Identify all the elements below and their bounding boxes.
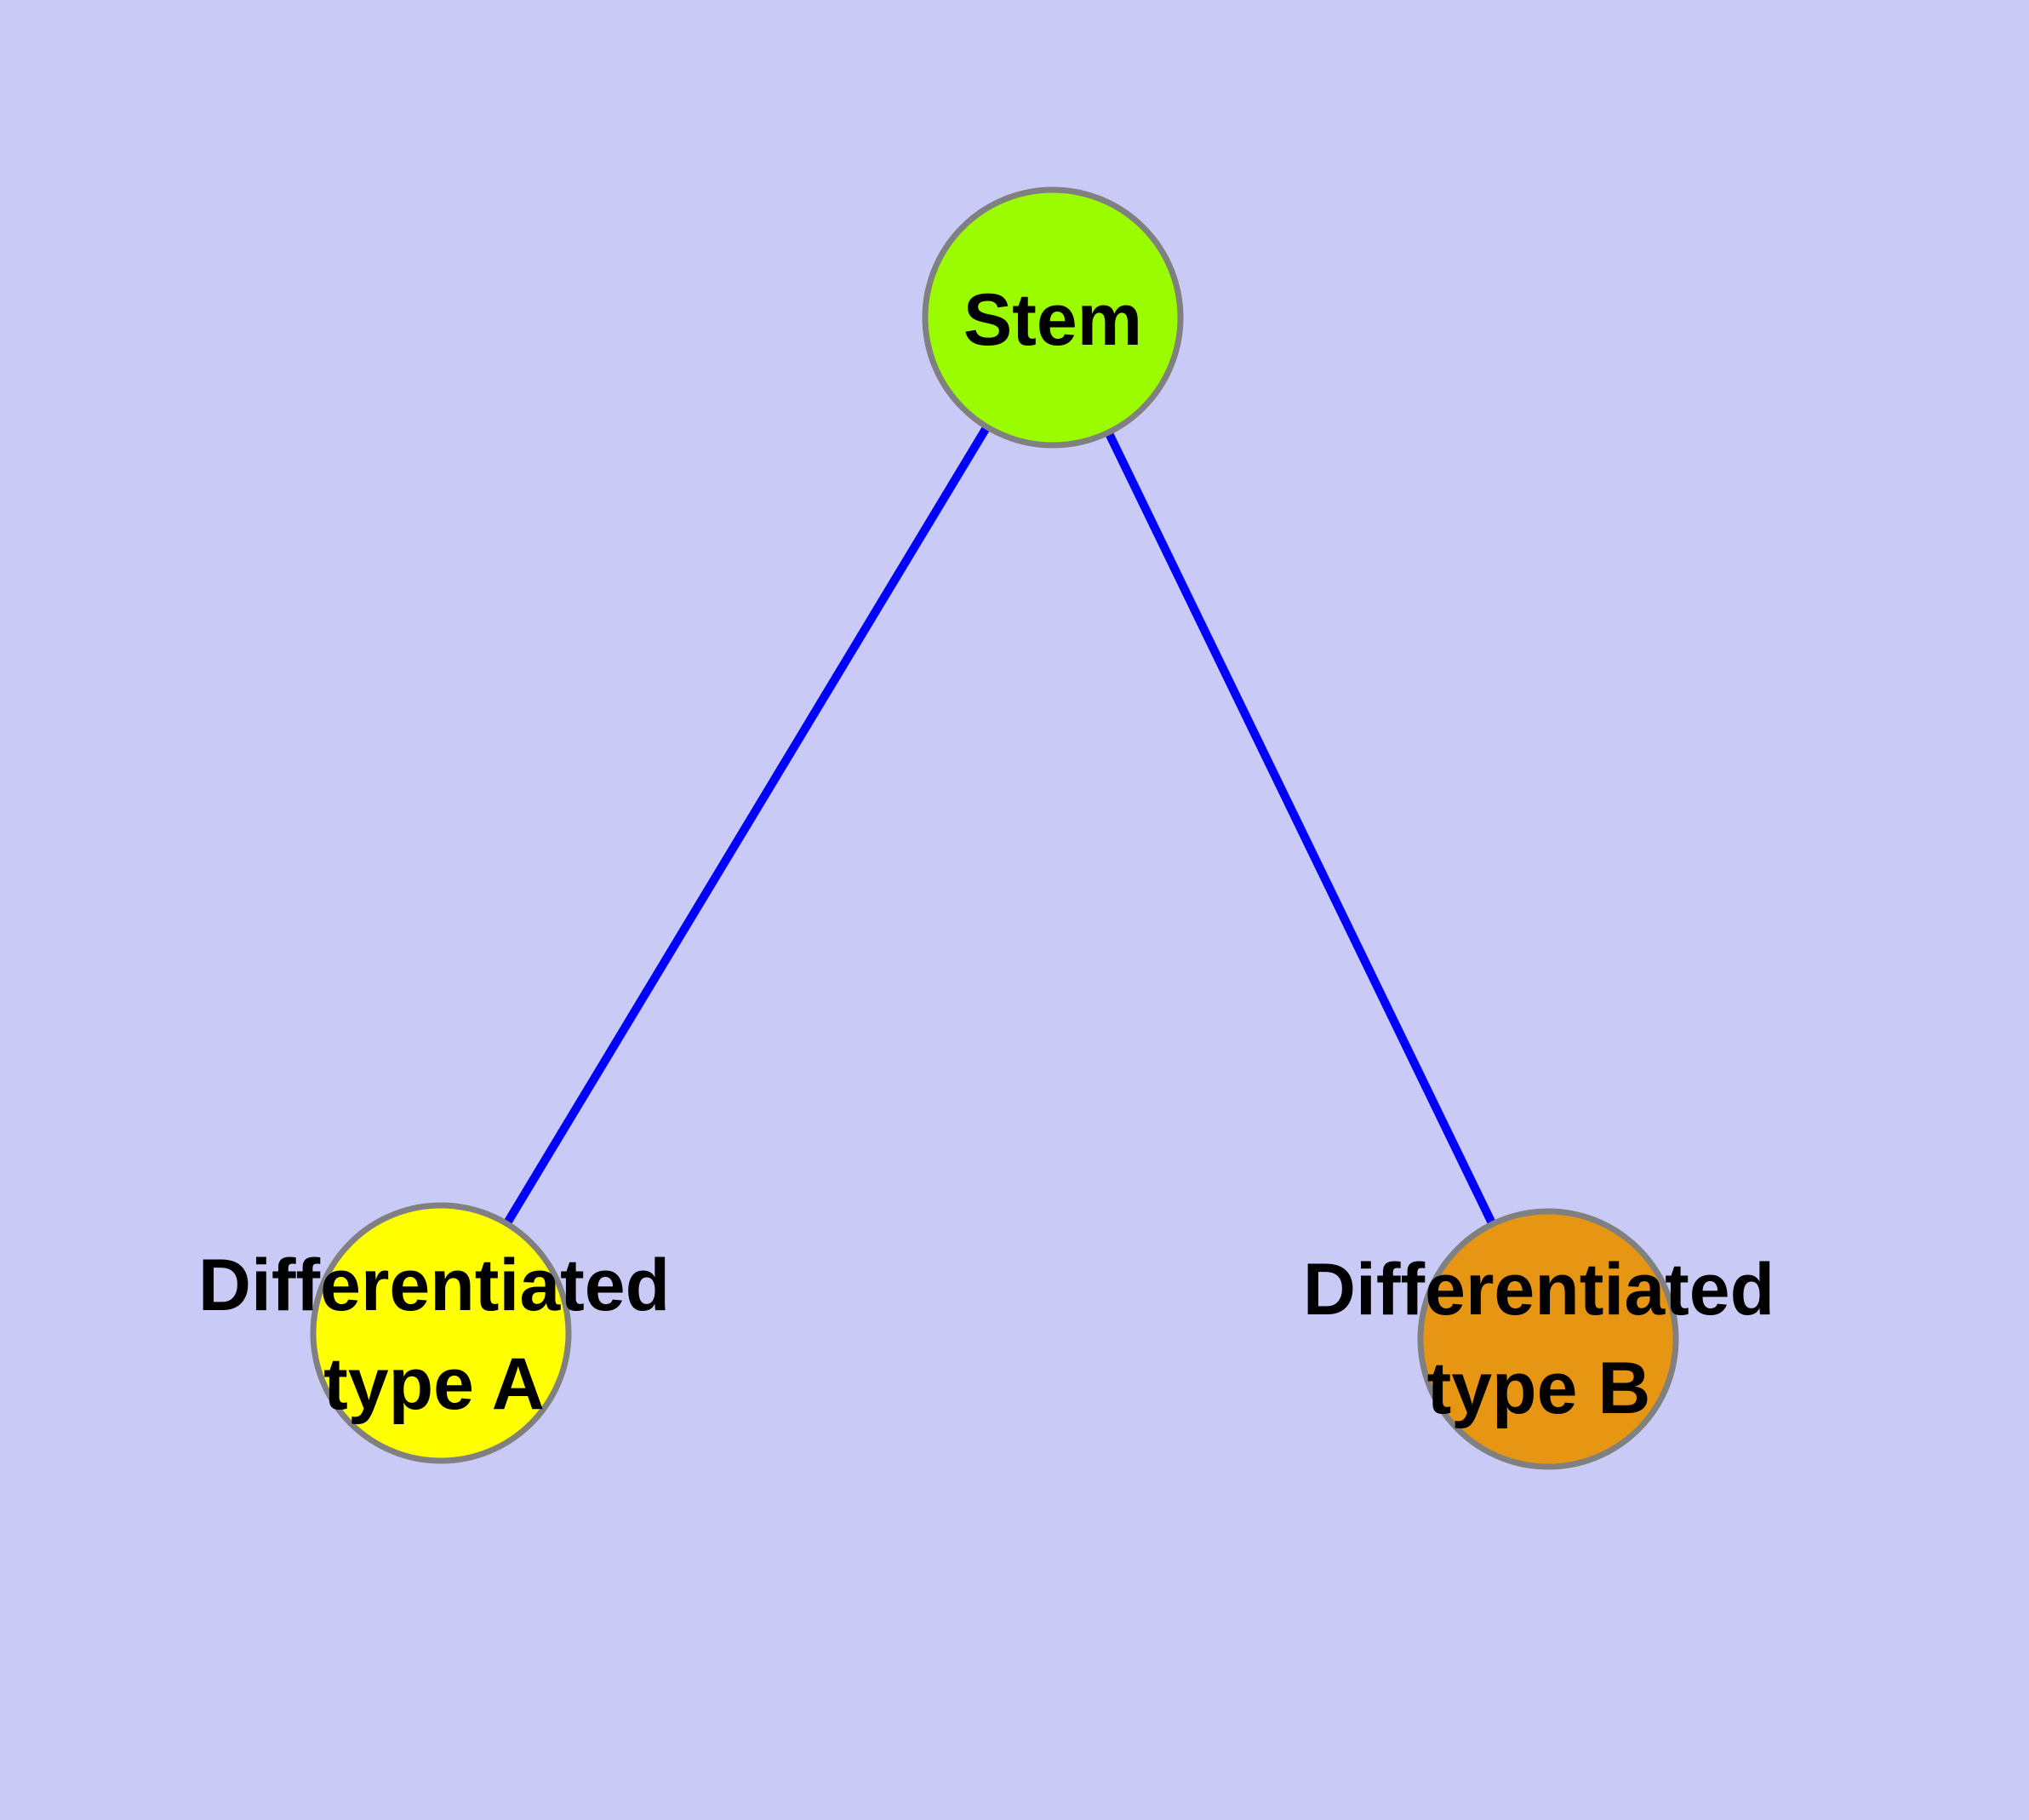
node-differentiated-type-b (1417, 1208, 1679, 1470)
node-stem (922, 186, 1184, 449)
edge-stem-to-type-b (1049, 315, 1552, 1342)
node-type-b-label: Differentiated type B (1302, 1248, 1775, 1429)
node-stem-label: Stem (963, 278, 1143, 361)
edge-stem-to-type-a (437, 315, 1057, 1336)
node-type-a-label: Differentiated type A (197, 1244, 671, 1425)
node-differentiated-type-a (310, 1202, 572, 1464)
